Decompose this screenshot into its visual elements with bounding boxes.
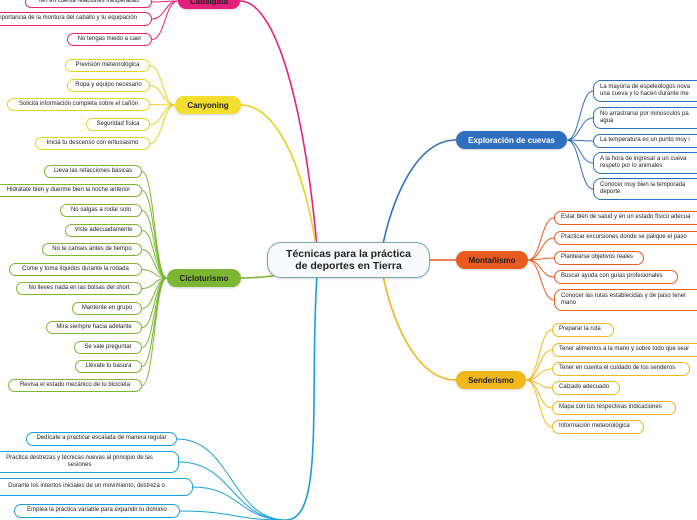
connector-line	[141, 277, 168, 386]
cicloturismo-leaf[interactable]: Lleva las refacciones básicas	[44, 165, 142, 178]
senderismo-leaf[interactable]: Tener en cuenta el cuidado de los sender…	[552, 362, 690, 376]
canyoning-leaf[interactable]: Seguridad física	[86, 118, 150, 131]
cicloturismo-leaf[interactable]: Hidrátate bien y duerme bien la noche an…	[0, 184, 142, 197]
connector-line	[525, 349, 553, 381]
connector-line	[149, 65, 176, 106]
cabalgata-leaf[interactable]: Importancia de la montura del caballo y …	[0, 12, 152, 26]
escalada-leaf[interactable]: Emplea la práctica variable para expandi…	[14, 504, 180, 518]
escalada-leaf[interactable]: Practica destrezas y técnicas nuevas al …	[0, 451, 179, 473]
connector-line	[176, 438, 287, 520]
connector-line	[141, 171, 168, 279]
central-topic[interactable]: Técnicas para la práctica de deportes en…	[267, 242, 430, 278]
montanismo-leaf[interactable]: Estar bien de salud y en un estado físic…	[554, 211, 697, 225]
espeleo-leaf[interactable]: La mayoría de espeleólogos nova una cuev…	[593, 80, 697, 102]
senderismo-leaf[interactable]: Calzado adecuado	[552, 381, 620, 395]
connector-line	[566, 117, 594, 141]
connector-line	[151, 0, 179, 40]
cicloturismo-leaf[interactable]: Mira siempre hacia adelante	[46, 321, 142, 334]
cabalgata-leaf[interactable]: No tengas miedo a caer	[67, 33, 152, 46]
connector-line	[527, 237, 555, 261]
connector-line	[149, 104, 176, 125]
montanismo-leaf[interactable]: Plantearse objetivos reales	[554, 251, 644, 265]
connector-line	[178, 461, 287, 520]
canyoning-leaf[interactable]: Previsión meteorológica	[65, 59, 150, 72]
cicloturismo-leaf[interactable]: Revisa el estado mecánico de tu biciclet…	[8, 379, 142, 392]
connector-line	[566, 90, 594, 141]
canyoning-leaf[interactable]: Solicitá información completa sobre el c…	[7, 98, 150, 111]
cicloturismo-leaf[interactable]: Llévate tu basura	[75, 360, 142, 373]
cicloturismo-leaf[interactable]: Come y toma líquidos durante la rodada	[9, 263, 142, 276]
montanismo-leaf[interactable]: Buscar ayuda con guías profesionales	[554, 270, 678, 284]
connector-line	[379, 259, 457, 381]
cicloturismo-leaf[interactable]: Viste adecuadamente	[65, 224, 142, 237]
connector-line	[192, 486, 287, 520]
espeleo-leaf[interactable]: La temperatura es un punto muy i	[593, 134, 697, 148]
connector-line	[141, 190, 168, 279]
cicloturismo-leaf[interactable]: Mantente en grupo	[72, 302, 142, 315]
branch-espeleo[interactable]: Exploración de cuevas	[456, 131, 567, 149]
connector-line	[149, 85, 176, 106]
montanismo-leaf[interactable]: Practicar excursiones donde se palique e…	[554, 231, 697, 245]
connector-line	[149, 104, 176, 144]
connector-line	[285, 259, 319, 520]
escalada-leaf[interactable]: Dedícate a practicar escalada de manera …	[26, 432, 177, 446]
connector-line	[525, 329, 553, 381]
branch-canyoning[interactable]: Canyoning	[175, 96, 241, 114]
cicloturismo-leaf[interactable]: No lleves nada en las bolsas del short	[16, 282, 142, 295]
espeleo-leaf[interactable]: Conocer muy bien la temporada deporte	[593, 178, 697, 200]
cicloturismo-leaf[interactable]: No te canses antes de tiempo	[42, 243, 142, 256]
senderismo-leaf[interactable]: Información meteorológica	[552, 420, 644, 434]
espeleo-leaf[interactable]: A la hora de ingresar a un cueva respeto…	[593, 152, 697, 174]
connector-line	[566, 139, 594, 164]
branch-cicloturismo[interactable]: Cicloturismo	[167, 269, 241, 287]
senderismo-leaf[interactable]: Preparar la ruta	[552, 323, 614, 337]
connector-line	[527, 259, 555, 301]
connector-line	[527, 217, 555, 261]
connector-line	[240, 104, 319, 261]
connector-line	[525, 368, 553, 381]
connector-line	[525, 379, 553, 428]
connector-line	[141, 277, 168, 367]
canyoning-leaf[interactable]: Iniciá tu descenso con entusiasmo	[35, 137, 150, 150]
espeleo-leaf[interactable]: No arrastrarse por minúsculos pa agua	[593, 107, 697, 129]
connector-line	[151, 0, 179, 20]
branch-montanismo[interactable]: Montañismo	[456, 251, 528, 269]
connector-line	[379, 139, 457, 261]
cicloturismo-leaf[interactable]: Se vale preguntar	[74, 341, 142, 354]
senderismo-leaf[interactable]: Tener alimentos a la mano y sobre todo q…	[552, 343, 697, 357]
connector-line	[527, 259, 555, 278]
branch-cabalgata[interactable]: Cabalgata	[178, 0, 240, 9]
branch-senderismo[interactable]: Senderismo	[456, 371, 526, 389]
canyoning-leaf[interactable]: Ropa y equipo necesario	[67, 79, 150, 92]
cicloturismo-leaf[interactable]: No salgas a rodar solo	[60, 204, 142, 217]
connector-line	[141, 230, 168, 279]
connector-line	[141, 249, 168, 279]
connector-line	[566, 139, 594, 190]
connector-line	[239, 0, 319, 261]
senderismo-leaf[interactable]: Mapa con tus respectivas indicaciones	[552, 401, 676, 415]
cabalgata-leaf[interactable]: Ten en cuenta relaciones inesperadas	[25, 0, 152, 8]
connector-line	[149, 104, 176, 106]
montanismo-leaf[interactable]: Conocer las rutas establecidas y de paso…	[554, 289, 697, 311]
escalada-leaf[interactable]: Durante los intentos iniciales de un mov…	[0, 478, 193, 496]
